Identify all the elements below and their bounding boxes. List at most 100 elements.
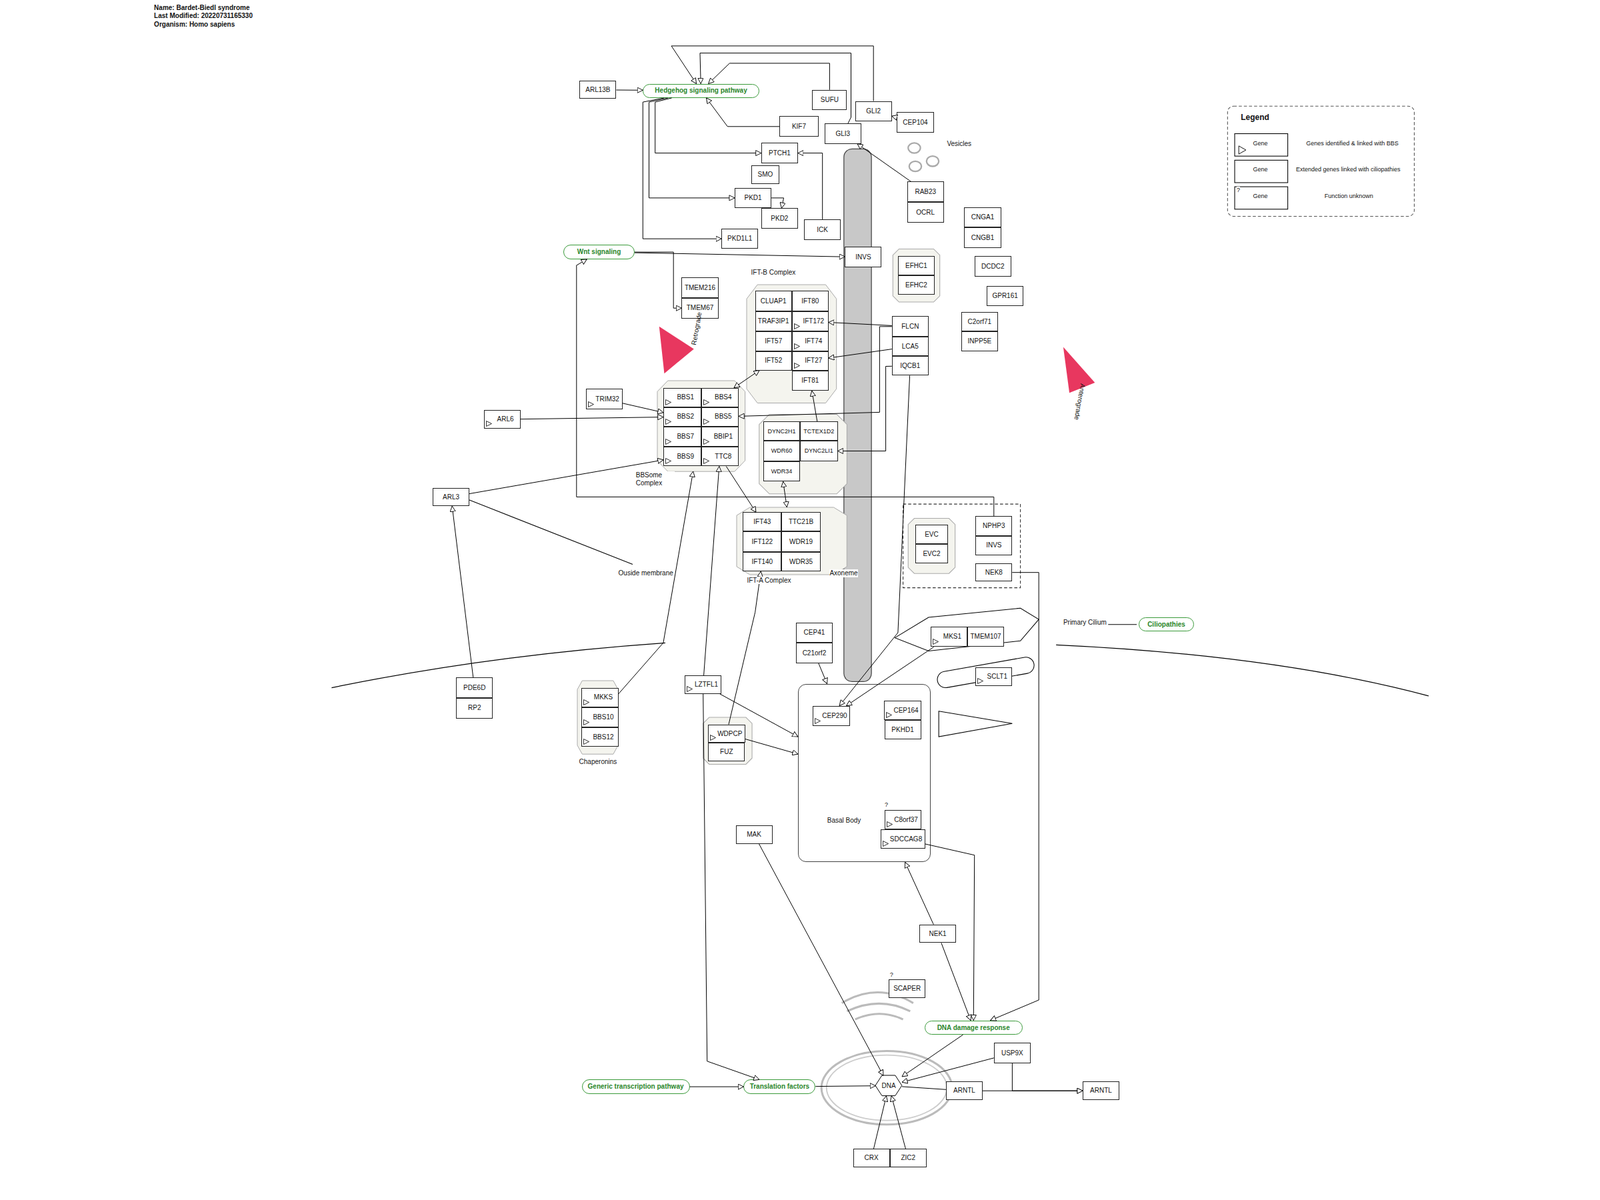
- node-text: BBS9: [676, 452, 694, 461]
- free-label: Gene: [1253, 166, 1268, 173]
- connector: [690, 1086, 744, 1088]
- gene-box: PDE6D: [456, 677, 493, 698]
- connector: [634, 252, 682, 308]
- bbs-marker: [886, 712, 892, 718]
- gene-box: CEP41: [796, 622, 833, 644]
- node-text: IFT172: [802, 317, 824, 326]
- node-text: TTC21B: [788, 518, 814, 526]
- gene-box: INPP5E: [961, 331, 998, 351]
- gene-box: ARL3: [432, 488, 470, 507]
- gene-box: IFT27: [792, 351, 829, 371]
- node-text: TMEM107: [970, 632, 1002, 641]
- gene-box: IFT57: [755, 331, 792, 351]
- connector: [798, 153, 823, 220]
- connector: [671, 46, 874, 102]
- node-text: DCDC2: [981, 262, 1004, 271]
- node-text: IFT-A Complex: [746, 576, 791, 585]
- gene-box: WDR34: [763, 461, 800, 482]
- connector: [720, 694, 798, 737]
- nucleus: [826, 1055, 948, 1121]
- node-text: ARL3: [442, 493, 460, 502]
- connector: [726, 466, 756, 513]
- node-text: BBS10: [592, 713, 614, 722]
- node-text: IFT80: [801, 297, 819, 306]
- gene-box: EFHC1: [898, 256, 935, 276]
- connector: [857, 144, 912, 182]
- gene-box: MKS1: [930, 626, 968, 648]
- connector: [783, 481, 788, 507]
- bbs-marker: [665, 458, 671, 464]
- node-text: Translation factors: [750, 1082, 810, 1091]
- node-text: ICK: [816, 226, 828, 234]
- connector: [1012, 1063, 1083, 1091]
- gene-box: PKD2: [761, 208, 798, 229]
- gene-box: TRAF3IP1: [755, 311, 792, 332]
- node-text: RAB23: [914, 188, 936, 196]
- cell-membrane: [1056, 644, 1429, 696]
- gene-box: CEP164: [884, 700, 922, 720]
- connector: [982, 1090, 1083, 1092]
- dashed-group: [903, 504, 1021, 588]
- node-text: C8orf37: [894, 816, 918, 824]
- gene-box: C2orf71: [961, 312, 998, 332]
- node-text: USP9X: [1001, 1049, 1024, 1058]
- node-text: EVC2: [922, 550, 940, 558]
- node-text: MAK: [746, 830, 762, 839]
- gene-box: PKD1: [734, 188, 772, 209]
- connector: [990, 572, 1040, 1021]
- bbs-marker: [814, 718, 821, 724]
- node-text: GPR161: [992, 292, 1018, 300]
- bbs-marker: [794, 324, 800, 330]
- pathway-node: DNA damage response: [924, 1020, 1023, 1035]
- gene-box: BBS4: [701, 388, 740, 408]
- node-text: PDE6D: [463, 684, 486, 692]
- connector: [452, 506, 474, 678]
- node-text: IFT81: [801, 376, 819, 385]
- protein-complex: BBSome ComplexBBS1BBS4BBS2BBS5BBS7BBIP1B…: [657, 380, 746, 472]
- connector: [469, 460, 664, 494]
- gene-box: NPHP3: [975, 516, 1012, 536]
- gene-box: INVS: [975, 536, 1012, 556]
- bbs-marker: [932, 639, 938, 645]
- white-triangle: [938, 711, 1012, 737]
- node-text: TRAF3IP1: [758, 317, 790, 326]
- bbs-marker: [583, 738, 590, 745]
- connector: [655, 98, 762, 154]
- bbs-marker: [794, 362, 800, 368]
- node-text: NPHP3: [982, 522, 1005, 530]
- bbs-marker: [665, 458, 672, 464]
- node-text: INVS: [986, 541, 1002, 550]
- free-label: Legend: [1240, 113, 1270, 123]
- transition-zone: [894, 608, 1039, 651]
- node-text: FUZ: [720, 748, 733, 756]
- node-text: DNA: [882, 1082, 896, 1090]
- node-text: WDPCP: [717, 730, 742, 738]
- leader-line: [469, 500, 633, 564]
- pathway-node: Wnt signaling: [563, 244, 635, 259]
- connector: [618, 471, 694, 694]
- capsule-shape: [936, 656, 1036, 690]
- legend-box: [1227, 106, 1414, 216]
- node-text: RP2: [468, 704, 481, 712]
- gene-box: IQCB1: [892, 356, 929, 376]
- connector: [891, 1096, 906, 1150]
- gene-box: KIF7: [779, 116, 818, 137]
- complex-octagon: [736, 507, 847, 575]
- retrograde-triangle: [659, 326, 694, 374]
- gene-box: TRIM32: [586, 388, 623, 410]
- connector: [902, 1086, 946, 1090]
- pathway-node: Generic transcription pathway: [582, 1079, 690, 1094]
- bbs-marker: [665, 438, 672, 445]
- gene-box: WDR35: [781, 552, 820, 572]
- node-text: SUFU: [820, 96, 839, 104]
- bbs-marker: [886, 821, 892, 827]
- vesicle: [909, 161, 922, 172]
- node-text: WDR35: [789, 558, 813, 566]
- vesicle: [926, 156, 939, 166]
- connector: [839, 375, 910, 706]
- gene-box: BBS7: [663, 426, 702, 448]
- gene-box: BBS12: [581, 727, 618, 747]
- bbs-marker: [794, 343, 800, 349]
- node-text: Hedgehog signaling pathway: [654, 86, 747, 95]
